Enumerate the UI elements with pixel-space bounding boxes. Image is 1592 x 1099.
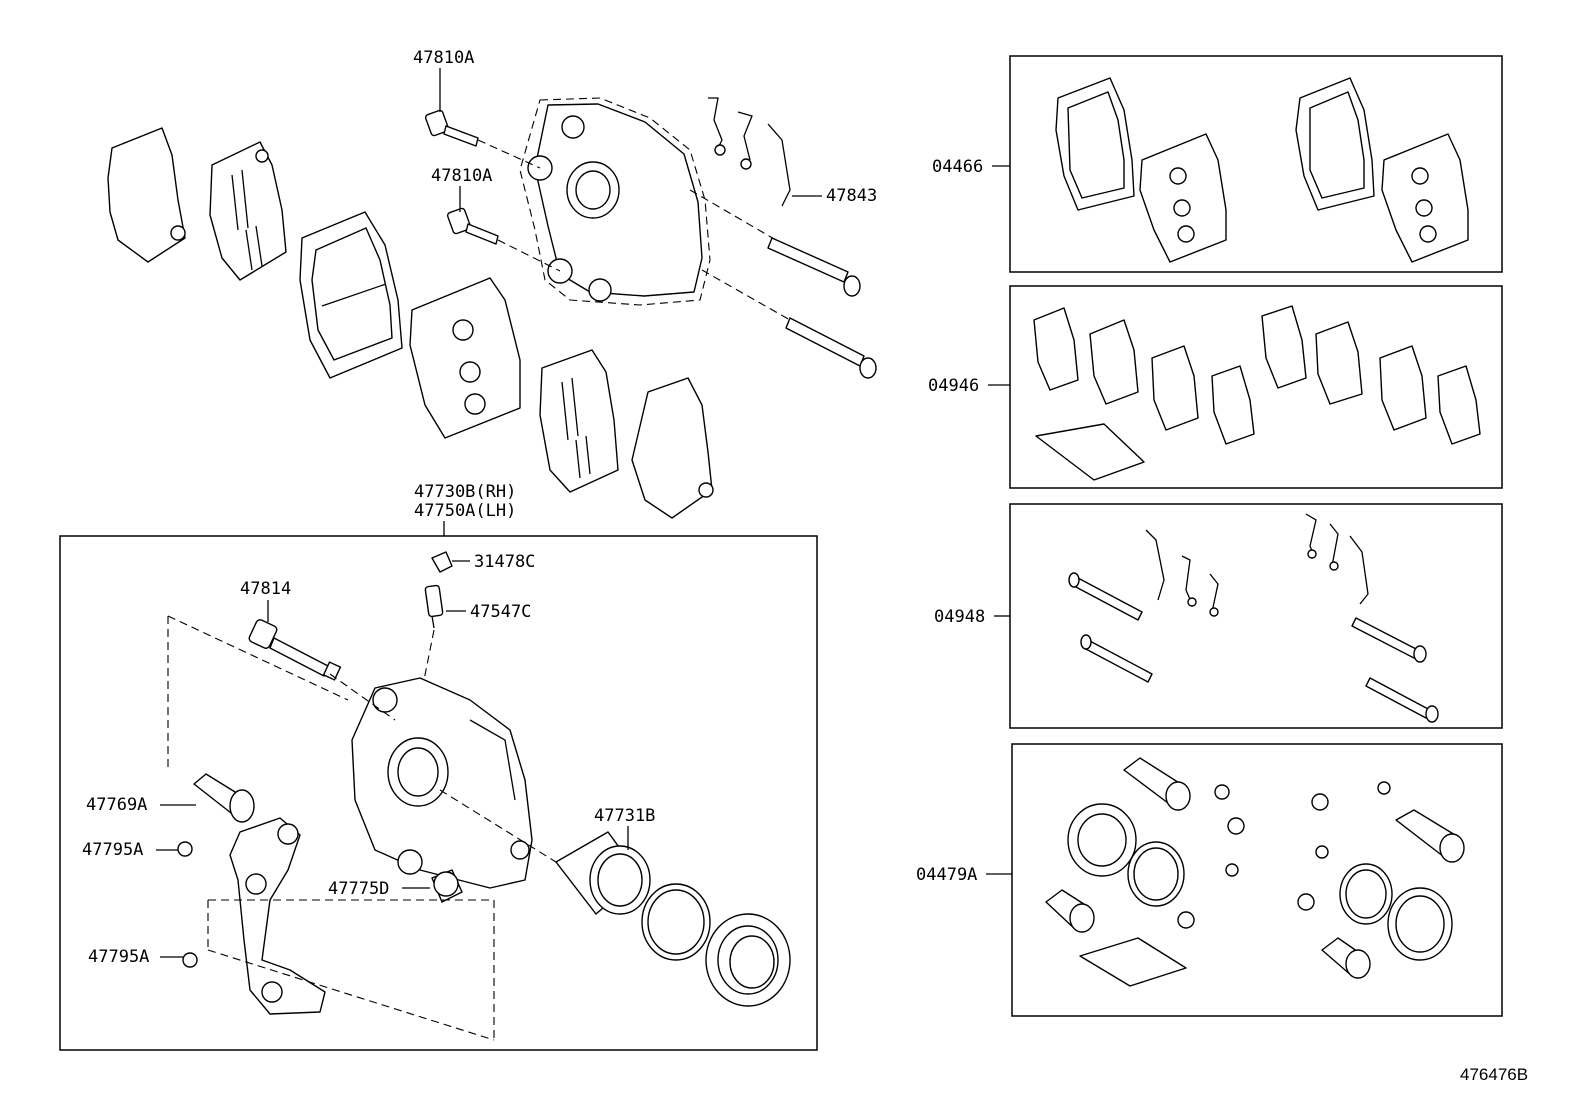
label-47769a: 47769A [86,795,147,815]
kit-04479a-box [1011,743,1503,1017]
kit-04479a-seals [1045,757,1465,987]
kit-04948-box [1009,503,1503,729]
pad-support-pin-lower [785,317,877,379]
lower-caliper-body [351,677,533,889]
mounting-bolt-lower [446,207,499,245]
label-04948: 04948 [934,607,985,627]
label-47730b-rh: 47730B(RH) [414,482,516,502]
kit-04466-box [1009,55,1503,273]
mounting-bolt-upper [424,109,479,147]
cylinder-boot [193,773,255,823]
label-04466: 04466 [932,157,983,177]
label-47795a-1: 47795A [82,840,143,860]
label-47810a-mid: 47810A [431,166,492,186]
label-31478c: 31478C [474,552,535,572]
outer-shim-right [631,377,714,519]
label-47814: 47814 [240,579,291,599]
pad-support-pin-upper [767,237,861,297]
piston-dust-boot [705,913,791,1007]
bushing-upper [177,841,193,857]
guide-boot [431,869,463,903]
kit-04948-pins-clips [1068,513,1439,723]
label-47843: 47843 [826,186,877,206]
label-04479a: 04479A [916,865,977,885]
label-47795a-2: 47795A [88,947,149,967]
label-47547c: 47547C [470,602,531,622]
figure-id: 476476B [1460,1065,1528,1084]
caliper-body-upper [519,97,711,306]
kit-04946-shims [1033,305,1481,481]
caliper-assembly-box [59,535,818,1051]
brake-pad-inner [409,277,521,439]
bushing-lower [182,952,198,968]
kit-04946-box [1009,285,1503,489]
label-04946: 04946 [928,376,979,396]
slide-pin-bolt [248,619,342,681]
inner-anti-squeal-shim [209,141,287,281]
label-47810a-top: 47810A [413,48,474,68]
bleeder-plug [424,584,444,629]
torque-plate [229,817,326,1015]
bleeder-cap [431,551,453,573]
inner-shim-right [539,349,619,493]
brake-pad-outer [299,211,403,379]
anti-rattle-clips [708,97,791,207]
label-47775d: 47775D [328,879,389,899]
label-47750a-lh: 47750A(LH) [414,501,516,521]
label-47731b: 47731B [594,806,655,826]
kit-04466-pads [1055,77,1469,263]
piston-seal [641,883,711,961]
piston [555,831,651,915]
outer-anti-squeal-shim [107,127,186,263]
